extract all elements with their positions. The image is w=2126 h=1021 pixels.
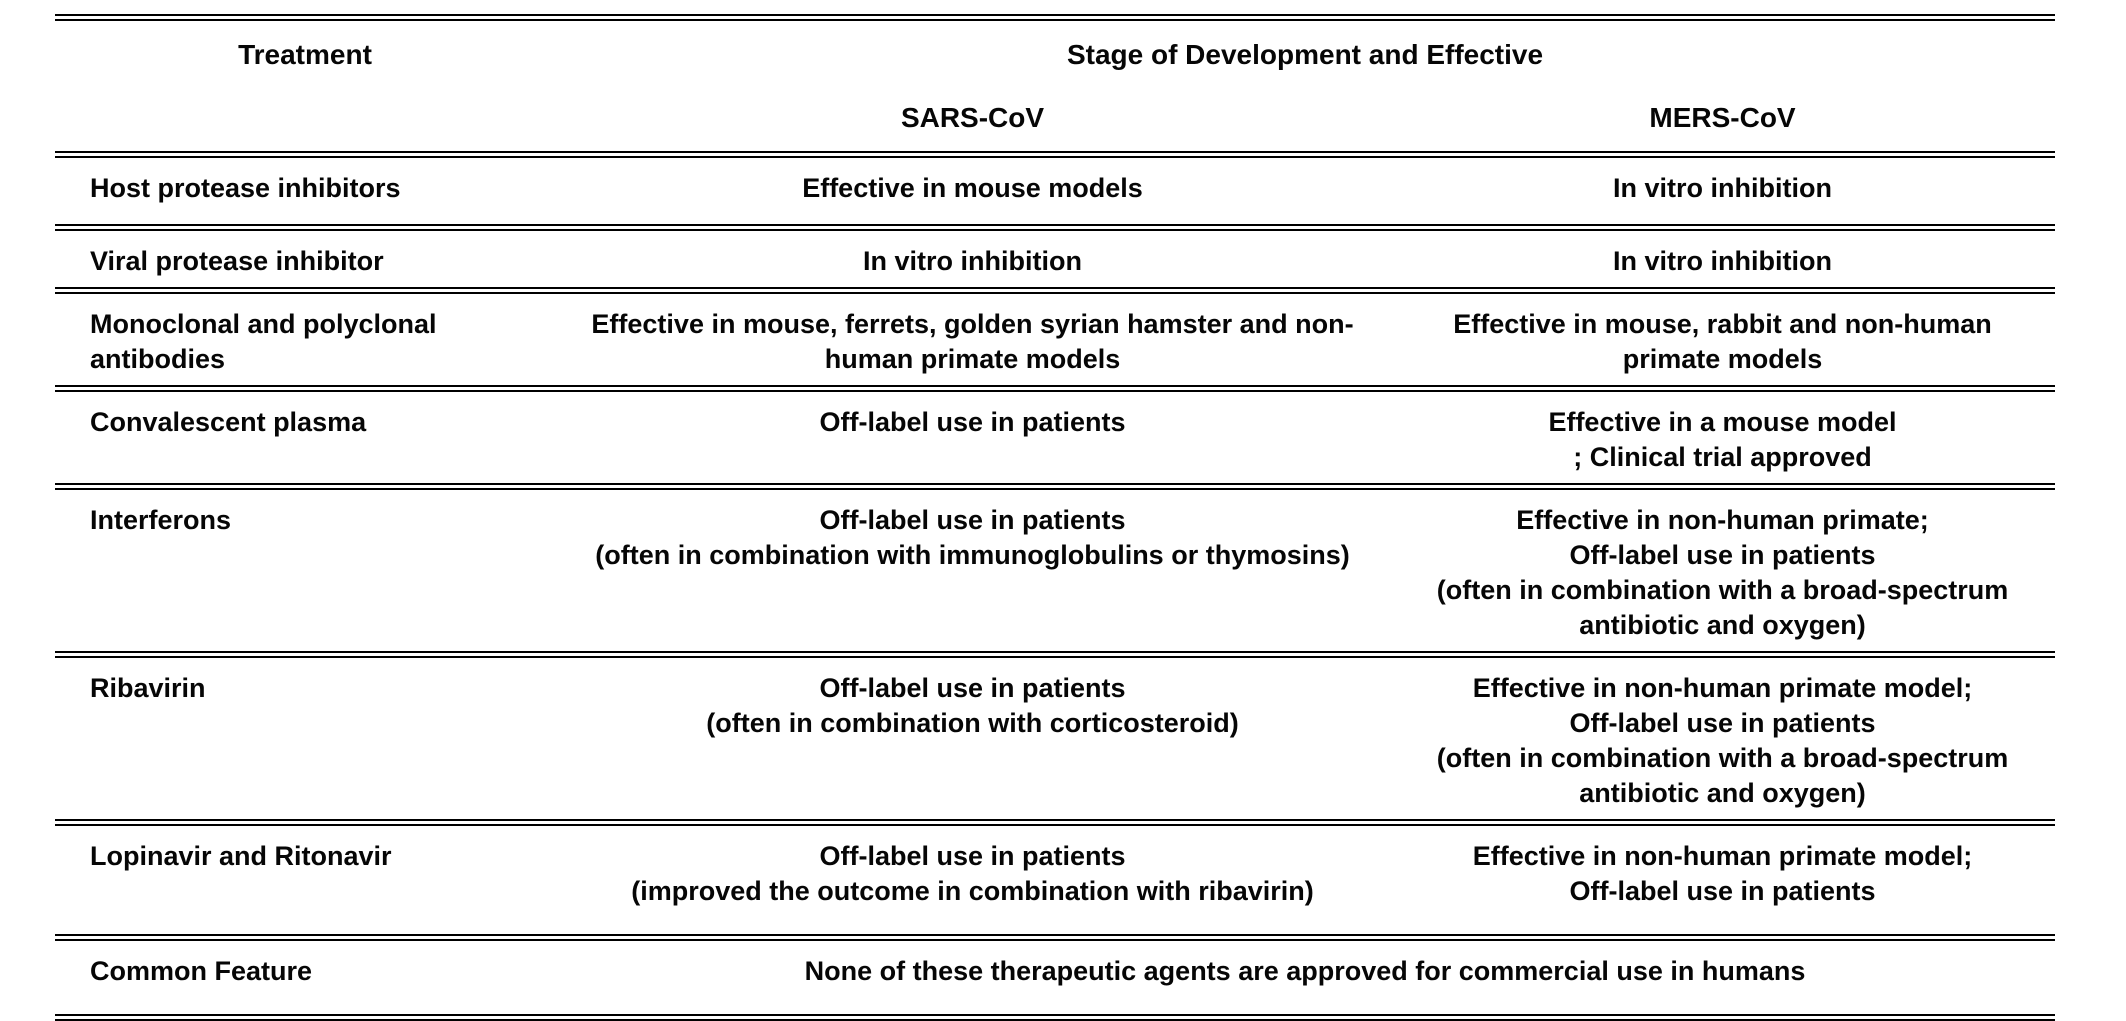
row-divider-rule — [55, 819, 2055, 826]
sars-cell: Off-label use in patients — [819, 407, 1126, 437]
table-row: Monoclonal and polyclonal antibodies Eff… — [55, 294, 2055, 385]
row-divider-rule — [55, 385, 2055, 392]
row-divider-rule — [55, 651, 2055, 658]
treatment-cell: Common Feature — [90, 956, 313, 986]
treatment-cell: Host protease inhibitors — [90, 173, 401, 203]
stage-span-header: Stage of Development and Effective — [1066, 39, 1544, 70]
row-divider-rule — [55, 934, 2055, 941]
treatment-cell: Lopinavir and Ritonavir — [90, 841, 392, 871]
table-row: Host protease inhibitors Effective in mo… — [55, 158, 2055, 224]
table-top-rule — [55, 14, 2055, 21]
table-header-row-1: Treatment Stage of Development and Effec… — [55, 21, 2055, 76]
table-row: Convalescent plasma Off-label use in pat… — [55, 392, 2055, 483]
table-row: Interferons Off-label use in patients (o… — [55, 490, 2055, 651]
sars-cell: Effective in mouse, ferrets, golden syri… — [591, 309, 1354, 374]
table-row: Viral protease inhibitor In vitro inhibi… — [55, 231, 2055, 287]
treatment-cell: Monoclonal and polyclonal antibodies — [90, 309, 437, 374]
mers-cell: Effective in non-human primate model; Of… — [1436, 673, 2009, 808]
treatment-column-header: Treatment — [238, 39, 372, 70]
sars-cell: Off-label use in patients (often in comb… — [706, 673, 1239, 738]
common-feature-row: Common Feature None of these therapeutic… — [55, 941, 2055, 1014]
table-row: Ribavirin Off-label use in patients (oft… — [55, 658, 2055, 819]
sars-cell: In vitro inhibition — [863, 246, 1082, 276]
treatment-cell: Ribavirin — [90, 673, 206, 703]
mers-cell: Effective in non-human primate; Off-labe… — [1436, 505, 2009, 640]
table-header-row-2: SARS-CoV MERS-CoV — [55, 76, 2055, 151]
treatment-cell: Viral protease inhibitor — [90, 246, 384, 276]
sars-cell: Off-label use in patients (often in comb… — [595, 505, 1350, 570]
mers-cell: Effective in mouse, rabbit and non-human… — [1453, 309, 1992, 374]
header-bottom-rule — [55, 151, 2055, 158]
treatment-cell: Convalescent plasma — [90, 407, 367, 437]
header-spacer-cell — [55, 76, 555, 151]
row-divider-rule — [55, 224, 2055, 231]
mers-cell: In vitro inhibition — [1613, 246, 1832, 276]
treatment-comparison-table: Treatment Stage of Development and Effec… — [55, 14, 2055, 1021]
sars-cov-column-header: SARS-CoV — [900, 102, 1045, 133]
common-feature-value: None of these therapeutic agents are app… — [804, 956, 1806, 986]
table-row: Lopinavir and Ritonavir Off-label use in… — [55, 826, 2055, 934]
mers-cell: In vitro inhibition — [1613, 173, 1832, 203]
treatment-cell: Interferons — [90, 505, 232, 535]
row-divider-rule — [55, 483, 2055, 490]
sars-cell: Off-label use in patients (improved the … — [631, 841, 1314, 906]
sars-cell: Effective in mouse models — [802, 173, 1143, 203]
mers-cov-column-header: MERS-CoV — [1649, 102, 1796, 133]
table-bottom-rule — [55, 1014, 2055, 1021]
mers-cell: Effective in a mouse model ; Clinical tr… — [1548, 407, 1897, 472]
row-divider-rule — [55, 287, 2055, 294]
mers-cell: Effective in non-human primate model; Of… — [1472, 841, 1973, 906]
